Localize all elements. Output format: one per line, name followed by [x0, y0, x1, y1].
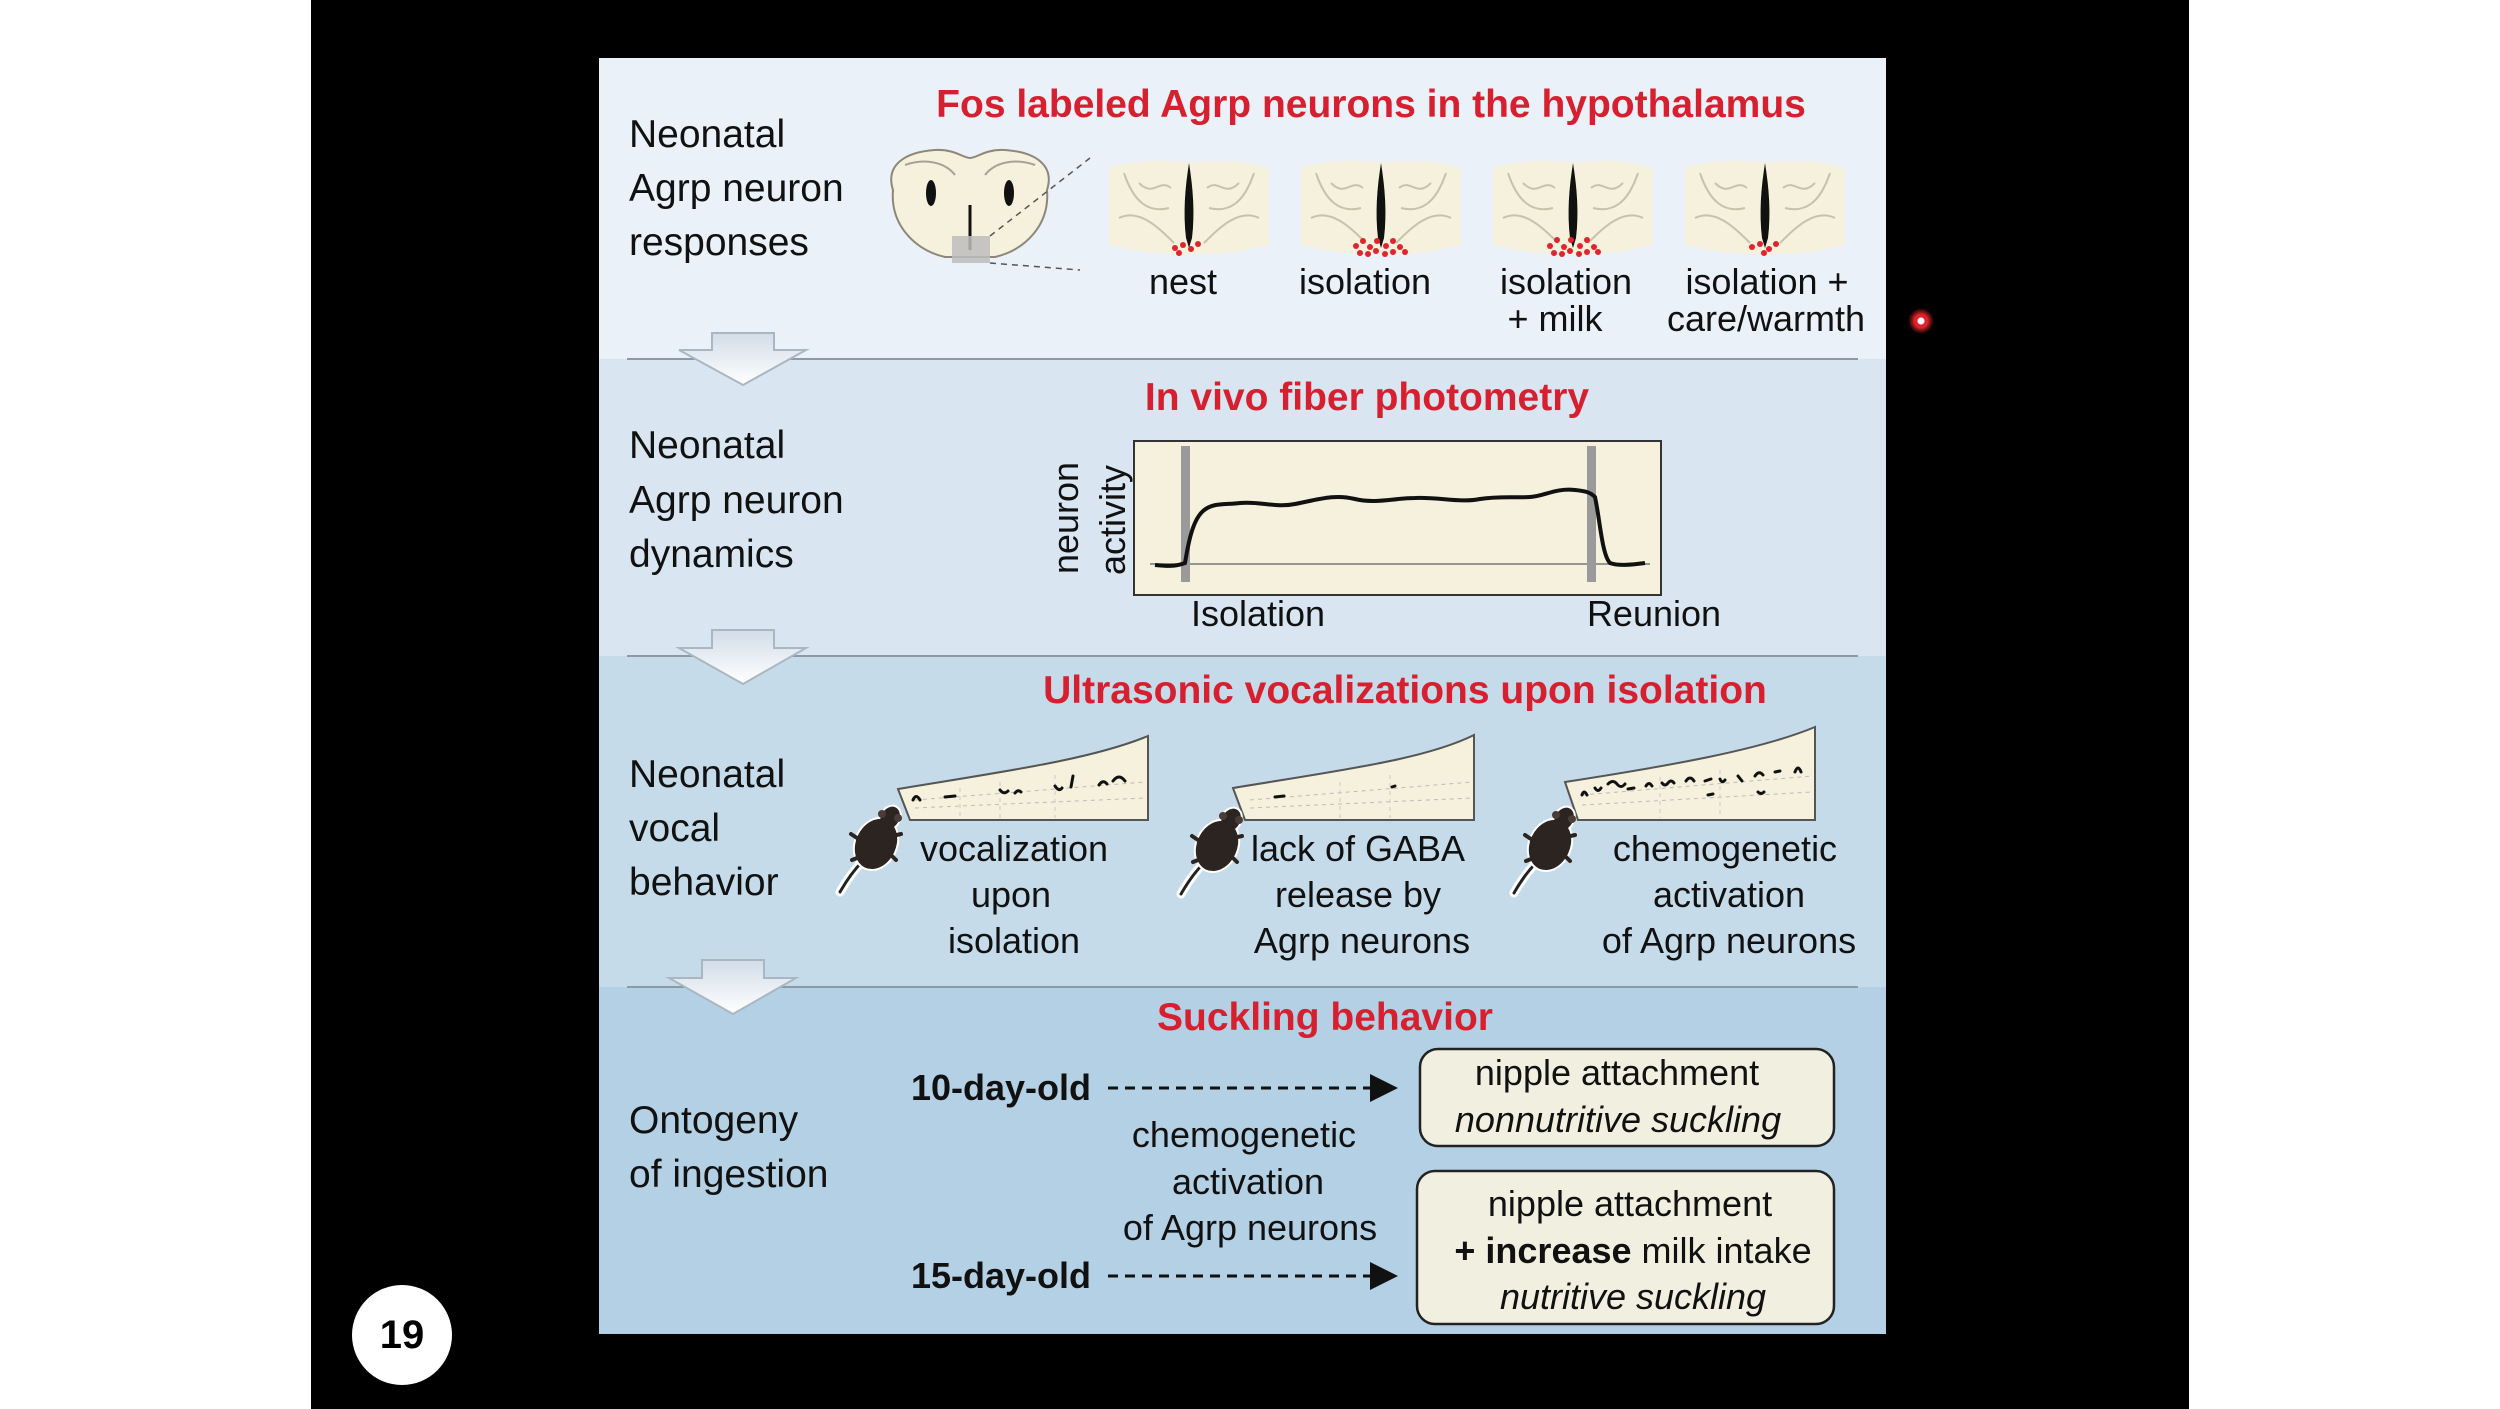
panel-3-label-line: Neonatal — [629, 753, 785, 796]
age-10-label: 10-day-old — [911, 1067, 1091, 1108]
coronal-brain-icon — [890, 148, 1091, 271]
reunion-label: Reunion — [1587, 593, 1721, 634]
panel-4-label: Ontogeny of ingestion — [629, 1099, 828, 1196]
section-isolation — [1300, 160, 1462, 257]
age-15-label: 15-day-old — [911, 1255, 1091, 1296]
outcome-10-line1: nipple attachment — [1475, 1052, 1759, 1093]
panel-1-label-line: Neonatal — [629, 113, 785, 156]
outcome-15-line2: + increase milk intake — [1454, 1230, 1811, 1271]
condition-label: isolation + — [1685, 261, 1848, 302]
condition-label: upon — [971, 874, 1051, 915]
panel-3-label-line: vocal — [629, 807, 720, 850]
condition-label: chemogenetic — [1613, 828, 1837, 869]
ylabel-line: neuron — [1045, 462, 1086, 574]
chemogenetic-line: of Agrp neurons — [1123, 1207, 1377, 1248]
section-isolation-milk — [1492, 160, 1654, 257]
chemogenetic-line: chemogenetic — [1132, 1114, 1356, 1155]
panel-4-label-line: Ontogeny — [629, 1099, 799, 1142]
laser-pointer-icon — [1908, 308, 1934, 334]
panel-1-label-line: responses — [629, 221, 809, 264]
spectrogram-2 — [1231, 733, 1475, 821]
condition-label: nest — [1149, 261, 1217, 302]
section-isolation-care — [1684, 160, 1846, 256]
plot-frame — [1133, 440, 1662, 596]
arrowhead-10 — [1370, 1074, 1398, 1102]
panel-1-label: Neonatal Agrp neuron responses — [629, 113, 844, 264]
slide-number-badge: 19 — [352, 1285, 452, 1385]
panel-1-condition-labels: nest isolation isolation + milk isolatio… — [1149, 261, 1865, 339]
photometry-plot: neuron activity Isolation Reunion — [1045, 440, 1721, 634]
panel-2-label-line: dynamics — [629, 533, 794, 576]
outcome-box-15 — [1415, 1169, 1836, 1326]
condition-label: activation — [1653, 874, 1805, 915]
down-arrow-1 — [678, 332, 810, 387]
down-arrow-2 — [675, 629, 810, 686]
plot-ylabel: neuron activity — [1045, 462, 1133, 575]
panel-3-label-line: behavior — [629, 861, 779, 904]
panel-2-label-line: Agrp neuron — [629, 479, 844, 522]
ylabel-line: activity — [1092, 465, 1133, 575]
spectrogram-3 — [1563, 725, 1816, 821]
panel-2-label: Neonatal Agrp neuron dynamics — [629, 424, 844, 576]
section-nest — [1108, 160, 1270, 256]
panel-1-heading: Fos labeled Agrp neurons in the hypothal… — [936, 83, 1806, 126]
outcome-15-increase: + increase — [1454, 1230, 1631, 1271]
condition-label: lack of GABA — [1251, 828, 1465, 869]
panel-1-label-line: Agrp neuron — [629, 167, 844, 210]
condition-label: care/warmth — [1667, 298, 1865, 339]
condition-label: vocalization — [920, 828, 1108, 869]
outcome-15-line3: nutritive suckling — [1500, 1276, 1766, 1317]
condition-label: + milk — [1507, 298, 1603, 339]
arrowhead-15 — [1370, 1262, 1398, 1290]
outcome-15-milk-intake: milk intake — [1632, 1230, 1812, 1271]
condition-label: isolation — [948, 920, 1080, 961]
panel-4-label-line: of ingestion — [629, 1153, 828, 1196]
condition-label: release by — [1275, 874, 1441, 915]
down-arrow-3 — [665, 959, 800, 1016]
outcome-10-line2: nonnutritive suckling — [1455, 1099, 1781, 1140]
condition-label: Agrp neurons — [1254, 920, 1470, 961]
outcome-15-line1: nipple attachment — [1488, 1183, 1772, 1224]
panel-3-heading: Ultrasonic vocalizations upon isolation — [1043, 669, 1767, 712]
chemogenetic-line: activation — [1172, 1161, 1324, 1202]
condition-label: isolation — [1299, 261, 1431, 302]
reunion-marker — [1587, 446, 1596, 582]
outcome-box-10 — [1418, 1047, 1836, 1148]
panel-4-heading: Suckling behavior — [1157, 996, 1493, 1039]
left-margin — [0, 0, 311, 1409]
chemogenetic-label: chemogenetic activation of Agrp neurons — [1123, 1114, 1377, 1248]
isolation-label: Isolation — [1191, 593, 1325, 634]
panel-3-label: Neonatal vocal behavior — [629, 753, 785, 904]
panel-2-heading: In vivo fiber photometry — [1145, 376, 1590, 419]
condition-label: isolation — [1500, 261, 1632, 302]
spectrogram-1 — [896, 734, 1149, 821]
right-margin — [2189, 0, 2500, 1409]
panel-2-label-line: Neonatal — [629, 424, 785, 467]
condition-label: of Agrp neurons — [1602, 920, 1856, 961]
isolation-marker — [1181, 446, 1190, 582]
activity-trace — [1154, 487, 1646, 568]
panel-3-condition-labels: vocalization upon isolation lack of GABA… — [920, 828, 1856, 961]
